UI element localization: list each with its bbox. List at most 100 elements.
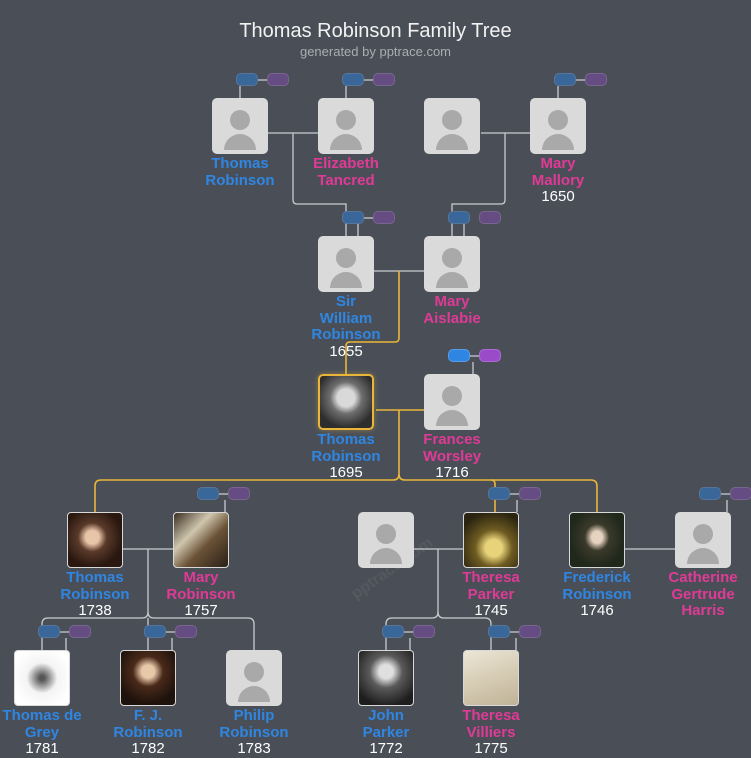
expand-father-button[interactable]: [38, 625, 60, 638]
avatar[interactable]: [424, 236, 480, 292]
expand-mother-button[interactable]: [479, 211, 501, 224]
name-line: Aislabie: [423, 309, 481, 327]
name-line: Parker: [467, 585, 515, 603]
expand-mother-button[interactable]: [585, 73, 607, 86]
expand-mother-button[interactable]: [69, 625, 91, 638]
name-line: Harris: [681, 602, 725, 619]
expand-father-button[interactable]: [382, 625, 404, 638]
avatar[interactable]: [226, 650, 282, 706]
name-line: Frederick: [563, 569, 631, 586]
expand-mother-button[interactable]: [373, 73, 395, 86]
expand-father-button[interactable]: [197, 487, 219, 500]
avatar-photo[interactable]: [463, 650, 519, 706]
person-silhouette-body: [224, 134, 256, 150]
avatar-photo[interactable]: [14, 650, 70, 706]
expand-father-button[interactable]: [144, 625, 166, 638]
name-line: Sir: [335, 293, 356, 310]
avatar-photo[interactable]: [318, 374, 374, 430]
expand-mother-button[interactable]: [519, 625, 541, 638]
avatar[interactable]: [675, 512, 731, 568]
person-unknown-gen1[interactable]: [397, 98, 507, 154]
expand-father-button[interactable]: [554, 73, 576, 86]
avatar[interactable]: [318, 98, 374, 154]
expand-father-button[interactable]: [236, 73, 258, 86]
person-silhouette-body: [542, 134, 574, 150]
avatar[interactable]: [318, 236, 374, 292]
avatar-photo[interactable]: [173, 512, 229, 568]
expand-mother-button[interactable]: [519, 487, 541, 500]
name-line: Thomas: [317, 431, 375, 448]
person-silhouette-body: [330, 272, 362, 288]
name-line: Theresa: [462, 569, 520, 586]
expand-mother-button[interactable]: [730, 487, 751, 500]
name-line: Worsley: [422, 447, 482, 465]
avatar-photo[interactable]: [120, 650, 176, 706]
avatar-photo[interactable]: [67, 512, 123, 568]
person-silhouette-icon: [336, 248, 356, 268]
expand-mother-button[interactable]: [228, 487, 250, 500]
avatar[interactable]: [212, 98, 268, 154]
person-silhouette-icon: [693, 524, 713, 544]
avatar[interactable]: [424, 98, 480, 154]
expand-father-button[interactable]: [342, 211, 364, 224]
person-silhouette-body: [436, 272, 468, 288]
avatar[interactable]: [530, 98, 586, 154]
name-line: Robinson: [219, 723, 289, 741]
person-fj-robinson-1782[interactable]: F. J.Robinson 1782: [93, 650, 203, 758]
avatar[interactable]: [358, 512, 414, 568]
expand-mother-button[interactable]: [479, 349, 501, 362]
expand-mother-button[interactable]: [413, 625, 435, 638]
birth-year: 1695: [329, 464, 363, 481]
person-silhouette-icon: [376, 524, 396, 544]
name-line: Mary: [434, 293, 470, 310]
name-line: Catherine: [668, 569, 738, 586]
expand-father-button[interactable]: [699, 487, 721, 500]
birth-year: 1783: [237, 740, 271, 757]
avatar-photo[interactable]: [569, 512, 625, 568]
expand-father-button[interactable]: [488, 625, 510, 638]
expand-father-button[interactable]: [342, 73, 364, 86]
page-subtitle: generated by pptrace.com: [299, 44, 452, 59]
name-line: Tancred: [317, 171, 375, 189]
name-line: Thomas: [66, 569, 124, 586]
birth-year: 1781: [25, 740, 59, 757]
avatar[interactable]: [424, 374, 480, 430]
expand-father-button[interactable]: [448, 211, 470, 224]
avatar-photo[interactable]: [358, 650, 414, 706]
expand-father-button[interactable]: [488, 487, 510, 500]
name-line: Robinson: [205, 171, 275, 189]
expand-mother-button[interactable]: [373, 211, 395, 224]
name-line: Gertrude: [671, 585, 735, 603]
expand-mother-button[interactable]: [267, 73, 289, 86]
birth-year: 1772: [369, 740, 403, 757]
expand-mother-button[interactable]: [175, 625, 197, 638]
avatar-photo[interactable]: [463, 512, 519, 568]
person-name: F. J.Robinson: [93, 707, 203, 741]
person-unknown-gen4[interactable]: [331, 512, 441, 568]
expand-father-button[interactable]: [448, 349, 470, 362]
